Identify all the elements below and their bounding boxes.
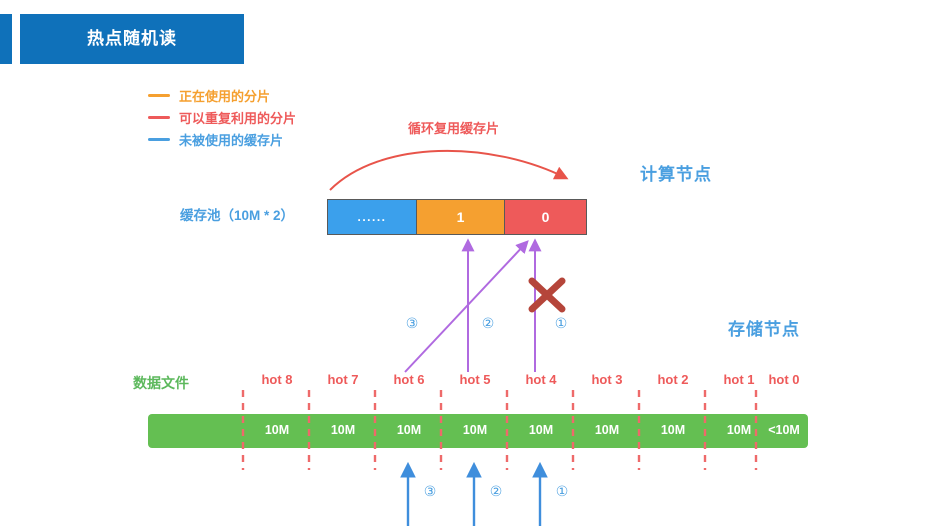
segment-size-3: 10M — [594, 423, 620, 437]
upper-step-label-3: ③ — [405, 315, 419, 331]
hot-label-2: hot 2 — [657, 372, 689, 387]
reuse-curved-arrow — [329, 149, 569, 191]
lower-step-label-2: ② — [489, 483, 503, 499]
segment-size-5: 10M — [462, 423, 488, 437]
hot-label-3: hot 3 — [591, 372, 623, 387]
upper-step-label-1: ① — [554, 315, 568, 331]
segment-size-7: 10M — [330, 423, 356, 437]
upper-step-label-2: ② — [481, 315, 495, 331]
compute-node-title: 计算节点 — [640, 165, 712, 184]
page-title: 热点随机读 — [87, 29, 177, 48]
segment-size-6: 10M — [396, 423, 422, 437]
dash-line-icon — [148, 137, 170, 141]
data-file-bar — [148, 414, 808, 448]
hot-label-5: hot 5 — [459, 372, 491, 387]
legend-item-label: 未被使用的缓存片 — [179, 132, 284, 148]
hot-label-0: hot 0 — [768, 372, 800, 387]
segment-size-8: 10M — [264, 423, 290, 437]
data-file-label: 数据文件 — [133, 375, 189, 391]
segment-size-1: 10M — [726, 423, 752, 437]
cache-cell-in-use: 1 — [416, 200, 504, 234]
hot-label-8: hot 8 — [261, 372, 293, 387]
legend: 正在使用的分片 可以重复利用的分片 未被使用的缓存片 — [148, 84, 348, 150]
dash-line-icon — [148, 115, 170, 119]
hot-label-6: hot 6 — [393, 372, 425, 387]
hot-label-1: hot 1 — [723, 372, 755, 387]
lower-step-label-3: ③ — [423, 483, 437, 499]
dash-line-icon — [148, 93, 170, 97]
legend-item-label: 正在使用的分片 — [179, 88, 271, 104]
upper-arrow-step-3 — [404, 240, 529, 373]
reuse-arrow-label: 循环复用缓存片 — [408, 121, 500, 136]
legend-item-in-use: 正在使用的分片 — [148, 84, 348, 106]
segment-size-4: 10M — [528, 423, 554, 437]
cache-cell-unused: ...... — [328, 200, 416, 234]
cache-cell-reusable: 0 — [504, 200, 586, 234]
hot-label-4: hot 4 — [525, 372, 557, 387]
segment-size-0: <10M — [768, 423, 800, 437]
legend-item-reusable: 可以重复利用的分片 — [148, 106, 348, 128]
storage-node-title: 存储节点 — [728, 320, 800, 339]
lower-step-label-1: ① — [555, 483, 569, 499]
title-bar — [20, 14, 244, 64]
cache-pool-label: 缓存池（10M * 2） — [180, 208, 295, 223]
segment-size-2: 10M — [660, 423, 686, 437]
blocked-x-icon — [528, 277, 566, 313]
title-accent-tab — [0, 14, 12, 64]
hot-label-7: hot 7 — [327, 372, 359, 387]
legend-item-label: 可以重复利用的分片 — [179, 110, 297, 126]
cache-pool: ...... 1 0 — [327, 199, 587, 235]
legend-item-unused: 未被使用的缓存片 — [148, 128, 348, 150]
